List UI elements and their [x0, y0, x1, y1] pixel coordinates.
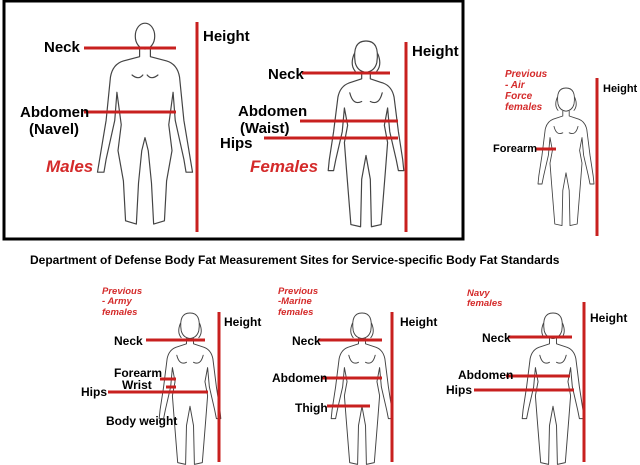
army-title-line2: - Army: [102, 296, 132, 307]
army-body-outline: [159, 313, 221, 464]
marine-thigh-label: Thigh: [295, 401, 328, 415]
male-neck-label: Neck: [44, 39, 81, 56]
marine-group: Height Neck Abdomen Thigh Previous -Mari…: [272, 286, 437, 464]
male-abdomen-sublabel: (Navel): [29, 121, 79, 138]
air-force-forearm-label: Forearm: [493, 143, 537, 155]
male-height-label: Height: [203, 28, 250, 45]
navy-neck-label: Neck: [482, 331, 511, 345]
army-body-weight-label: Body weight: [106, 414, 177, 428]
navy-title-line2: females: [467, 298, 502, 309]
army-wrist-label: Wrist: [122, 378, 152, 392]
males-title: Males: [46, 157, 93, 176]
air-force-title-line3: Force: [505, 91, 533, 102]
marine-abdomen-label: Abdomen: [272, 371, 327, 385]
air-force-title-line2: - Air: [505, 80, 526, 91]
army-neck-label: Neck: [114, 334, 143, 348]
male-abdomen-label: Abdomen: [20, 104, 89, 121]
female-abdomen-label: Abdomen: [238, 103, 307, 120]
navy-abdomen-label: Abdomen: [458, 368, 513, 382]
army-group: Height Neck Forearm Wrist Hips Body weig…: [81, 286, 261, 464]
marine-title-line2: -Marine: [278, 296, 313, 307]
air-force-group: Height Forearm Previous - Air Force fema…: [493, 69, 638, 236]
air-force-height-label: Height: [603, 83, 638, 95]
females-title: Females: [250, 157, 318, 176]
army-title-line3: females: [102, 307, 137, 318]
female-neck-label: Neck: [268, 66, 305, 83]
diagram-caption: Department of Defense Body Fat Measureme…: [30, 253, 560, 267]
army-height-label: Height: [224, 315, 261, 329]
marine-body-outline: [331, 313, 393, 464]
navy-group: Height Neck Abdomen Hips Navy females: [446, 288, 627, 464]
navy-height-label: Height: [590, 311, 627, 325]
female-height-label: Height: [412, 43, 459, 60]
air-force-title-line1: Previous: [505, 69, 548, 80]
female-hips-label: Hips: [220, 135, 253, 152]
male-figure-group: Height Neck Abdomen (Navel) Males: [20, 22, 250, 232]
female-body-outline: [328, 41, 404, 227]
marine-height-label: Height: [400, 315, 437, 329]
air-force-title-line4: females: [505, 102, 543, 113]
air-force-body-outline: [538, 88, 594, 226]
female-figure-group: Height Neck Abdomen (Waist) Hips Females: [220, 41, 459, 232]
marine-neck-label: Neck: [292, 334, 321, 348]
navy-hips-label: Hips: [446, 383, 472, 397]
male-body-outline: [97, 23, 192, 224]
marine-title-line3: females: [278, 307, 313, 318]
army-hips-label: Hips: [81, 385, 107, 399]
